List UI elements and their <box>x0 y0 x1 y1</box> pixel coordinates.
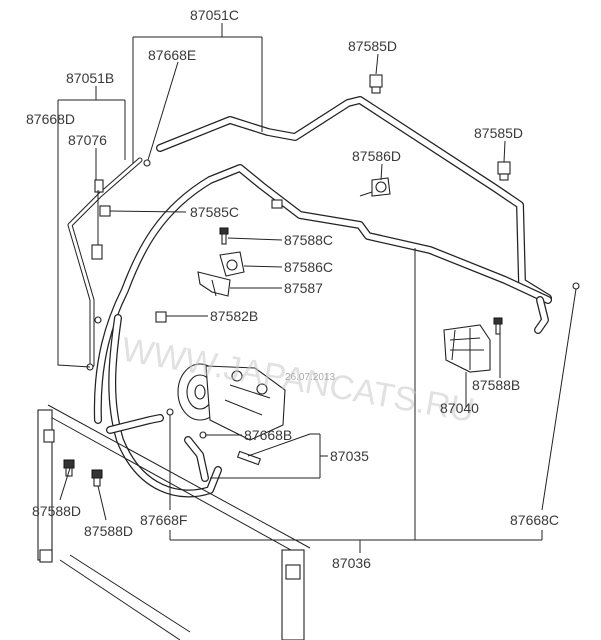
label-87668c: 87668C <box>510 512 559 528</box>
condenser <box>37 404 311 640</box>
bracket-87587 <box>197 271 231 297</box>
label-87588d-1: 87588D <box>32 503 81 519</box>
bolt-87588c <box>219 227 229 245</box>
label-87051c: 87051C <box>190 7 239 23</box>
label-87668d: 87668D <box>26 111 75 127</box>
label-87668f: 87668F <box>140 512 187 528</box>
receiver-drier-87040 <box>443 324 491 373</box>
pipe-87036-main <box>93 164 552 424</box>
label-87036: 87036 <box>332 555 371 571</box>
bracket-87586c <box>219 251 245 277</box>
pipe-87051c-upper <box>156 96 552 302</box>
part-labels: 87051C 87668E 87585D 87051B 87668D 87076… <box>26 7 559 571</box>
label-87668e: 87668E <box>148 47 196 63</box>
clip-87585d-top <box>369 74 383 94</box>
bolt-87588b <box>493 317 503 335</box>
bolt-87588d-2 <box>91 469 103 487</box>
clip-87585d-right <box>497 161 511 181</box>
pipe-87051b-liquid <box>67 157 143 368</box>
pipe-right-end <box>534 296 549 334</box>
pipe-87035-hose <box>106 414 209 482</box>
clamp-87586d <box>359 177 391 197</box>
label-87585d-top: 87585D <box>348 38 397 54</box>
leader-lines <box>57 23 577 553</box>
watermark-date: 26.07.2013 <box>285 372 335 383</box>
label-87668b: 87668B <box>244 427 292 443</box>
label-87035: 87035 <box>330 448 369 464</box>
label-87585c: 87585C <box>190 204 239 220</box>
label-87040: 87040 <box>440 400 479 416</box>
watermark: WWW.JAPANCATS.RU 26.07.2013 <box>119 330 478 430</box>
label-87585d-right: 87585D <box>474 125 523 141</box>
label-87586c: 87586C <box>284 259 333 275</box>
compressor <box>177 363 286 466</box>
label-87586d: 87586D <box>352 148 401 164</box>
label-87582b: 87582B <box>210 308 258 324</box>
bolt-87588d-1 <box>63 459 75 477</box>
switch-87076 <box>91 179 104 260</box>
pipe-suction-loop <box>108 314 222 498</box>
o-rings <box>86 159 580 439</box>
label-87588d-2: 87588D <box>84 523 133 539</box>
label-87051b: 87051B <box>66 70 114 86</box>
clip-87582b <box>155 311 167 323</box>
label-87588b: 87588B <box>472 377 520 393</box>
label-87076: 87076 <box>68 132 107 148</box>
label-87588c: 87588C <box>284 232 333 248</box>
label-87587: 87587 <box>284 280 323 296</box>
